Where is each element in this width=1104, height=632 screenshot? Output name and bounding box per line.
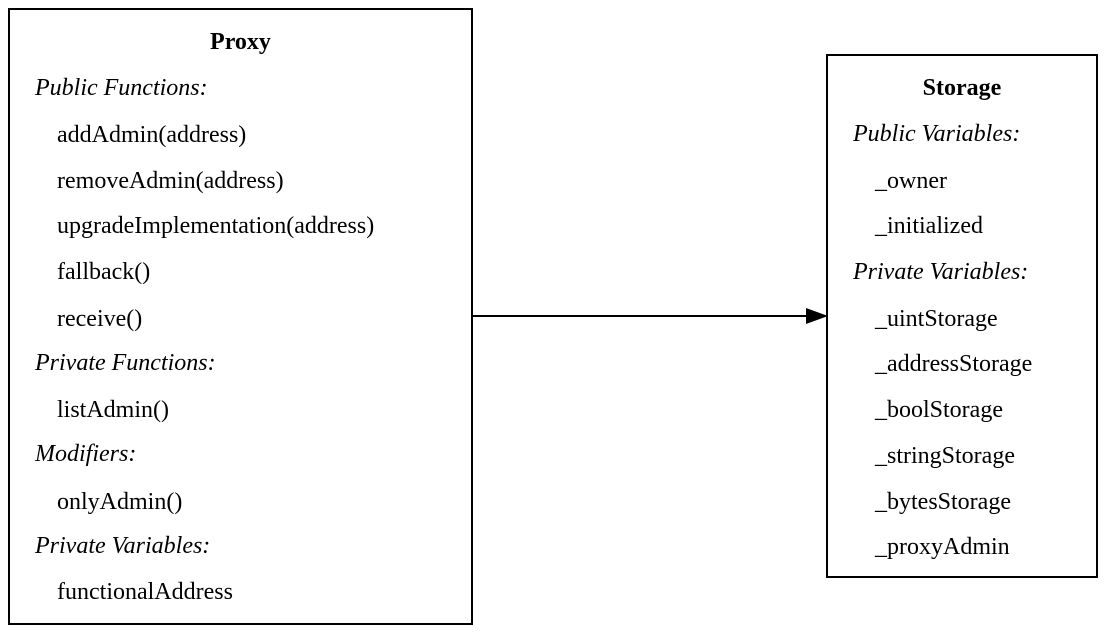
proxy-section-public-functions: Public Functions: xyxy=(35,75,208,101)
proxy-item-removeadmin: removeAdmin(address) xyxy=(57,168,284,194)
proxy-item-listadmin: listAdmin() xyxy=(57,397,169,423)
storage-item-proxyadmin: _proxyAdmin xyxy=(875,534,1010,560)
proxy-class-node: Proxy Public Functions: addAdmin(address… xyxy=(8,8,473,625)
storage-item-stringstorage: _stringStorage xyxy=(875,443,1015,469)
proxy-section-modifiers: Modifiers: xyxy=(35,441,137,467)
proxy-section-private-functions: Private Functions: xyxy=(35,350,216,376)
proxy-section-private-variables: Private Variables: xyxy=(35,533,211,559)
edge-proxy-to-storage-arrowhead xyxy=(806,308,828,324)
proxy-item-addadmin: addAdmin(address) xyxy=(57,122,247,148)
proxy-item-functionaladdress: functionalAddress xyxy=(57,579,233,605)
storage-item-addressstorage: _addressStorage xyxy=(875,351,1033,377)
proxy-item-fallback: fallback() xyxy=(57,259,151,285)
storage-section-private-variables: Private Variables: xyxy=(853,259,1029,285)
proxy-item-onlyadmin: onlyAdmin() xyxy=(57,489,183,515)
storage-item-boolstorage: _boolStorage xyxy=(875,397,1003,423)
proxy-item-upgradeimplementation: upgradeImplementation(address) xyxy=(57,213,375,239)
storage-item-owner: _owner xyxy=(875,168,947,194)
storage-item-initialized: _initialized xyxy=(875,213,983,239)
storage-title: Storage xyxy=(922,75,1002,101)
storage-item-uintstorage: _uintStorage xyxy=(875,306,998,332)
proxy-item-receive: receive() xyxy=(57,306,143,332)
proxy-title: Proxy xyxy=(210,29,271,55)
storage-class-node: Storage Public Variables: _owner _initia… xyxy=(826,54,1098,578)
storage-section-public-variables: Public Variables: xyxy=(853,121,1021,147)
storage-item-bytesstorage: _bytesStorage xyxy=(875,489,1011,515)
